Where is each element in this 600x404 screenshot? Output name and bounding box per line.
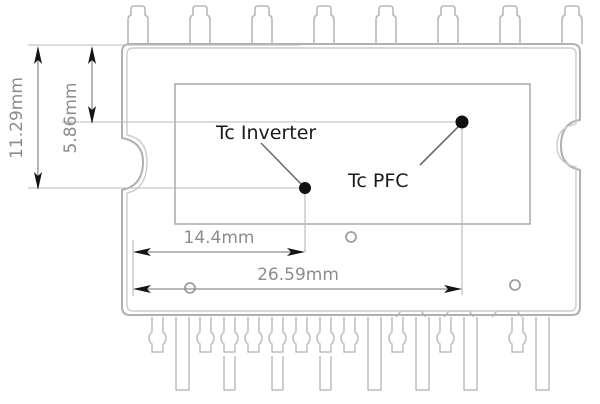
package-body-outer xyxy=(121,43,581,316)
bottom-pin-long xyxy=(319,356,331,391)
arrow-head-down xyxy=(88,106,96,124)
label-tc-pfc: Tc PFC xyxy=(347,170,409,192)
bottom-pin-short xyxy=(268,317,287,353)
dimension-height-total: 11.29mm xyxy=(7,46,42,190)
extension-line-group xyxy=(28,44,463,296)
bottom-pin-short xyxy=(196,317,215,353)
package-body-outline-inner xyxy=(126,47,577,312)
bottom-pin-long xyxy=(175,317,190,391)
dimension-width-inverter: 14.4mm xyxy=(133,228,305,256)
bottom-pin-short xyxy=(244,317,263,353)
top-pin xyxy=(375,5,397,44)
dimension-width-pfc: 26.59mm xyxy=(133,265,462,293)
top-pin xyxy=(251,5,273,44)
dimension-label-5-86: 5.86mm xyxy=(61,83,81,154)
mounting-hole xyxy=(345,231,357,243)
arrow-head-up xyxy=(34,46,42,64)
marker-dot-tc-pfc xyxy=(455,115,469,129)
top-pin xyxy=(437,5,459,44)
substrate-rectangle xyxy=(174,83,531,225)
leader-line-tc-inverter xyxy=(260,142,302,185)
bottom-pin-long xyxy=(223,356,235,391)
dimension-label-26-59: 26.59mm xyxy=(257,265,339,285)
bottom-pin-short xyxy=(340,317,359,353)
dimension-label-11-29: 11.29mm xyxy=(7,77,27,159)
bottom-pin-short xyxy=(388,317,407,353)
top-pin xyxy=(313,5,335,44)
top-pin xyxy=(127,5,149,44)
bottom-pin-short xyxy=(436,317,455,353)
bottom-pin-group xyxy=(148,310,550,391)
leader-line-tc-pfc xyxy=(419,125,460,166)
bottom-pin-long xyxy=(415,317,430,391)
arrow-head-left xyxy=(133,248,151,256)
bottom-pin-long xyxy=(367,317,382,391)
bottom-pin-short xyxy=(508,317,527,353)
arrow-head-right xyxy=(287,248,305,256)
top-pin-group xyxy=(127,5,583,44)
mounting-hole-group xyxy=(184,231,521,294)
measurement-point-tc-pfc: Tc PFC xyxy=(347,115,469,192)
bottom-pin-long xyxy=(535,317,550,391)
bottom-pin-short xyxy=(220,317,239,353)
bottom-pin-long xyxy=(463,317,478,391)
package-body-outline xyxy=(121,43,581,316)
bottom-pin-short xyxy=(148,317,167,353)
mounting-hole xyxy=(184,282,196,294)
arrow-head-up xyxy=(88,46,96,64)
arrow-head-down xyxy=(34,172,42,190)
dimension-height-inverter: 5.86mm xyxy=(61,46,96,153)
bottom-pin-short xyxy=(292,317,311,353)
dimension-label-14-4: 14.4mm xyxy=(184,228,255,248)
top-pin xyxy=(189,5,211,44)
package-body-inner xyxy=(126,47,577,312)
measurement-point-tc-inverter: Tc Inverter xyxy=(215,122,316,194)
arrow-head-left xyxy=(133,285,151,293)
label-tc-inverter: Tc Inverter xyxy=(215,122,316,144)
arrow-head-right xyxy=(444,285,462,293)
bottom-pin-long xyxy=(271,356,283,391)
mounting-hole xyxy=(509,279,521,291)
marker-dot-tc-inverter xyxy=(299,182,311,194)
bottom-pin-short xyxy=(316,317,335,353)
top-pin xyxy=(499,5,521,44)
top-pin xyxy=(561,5,583,44)
